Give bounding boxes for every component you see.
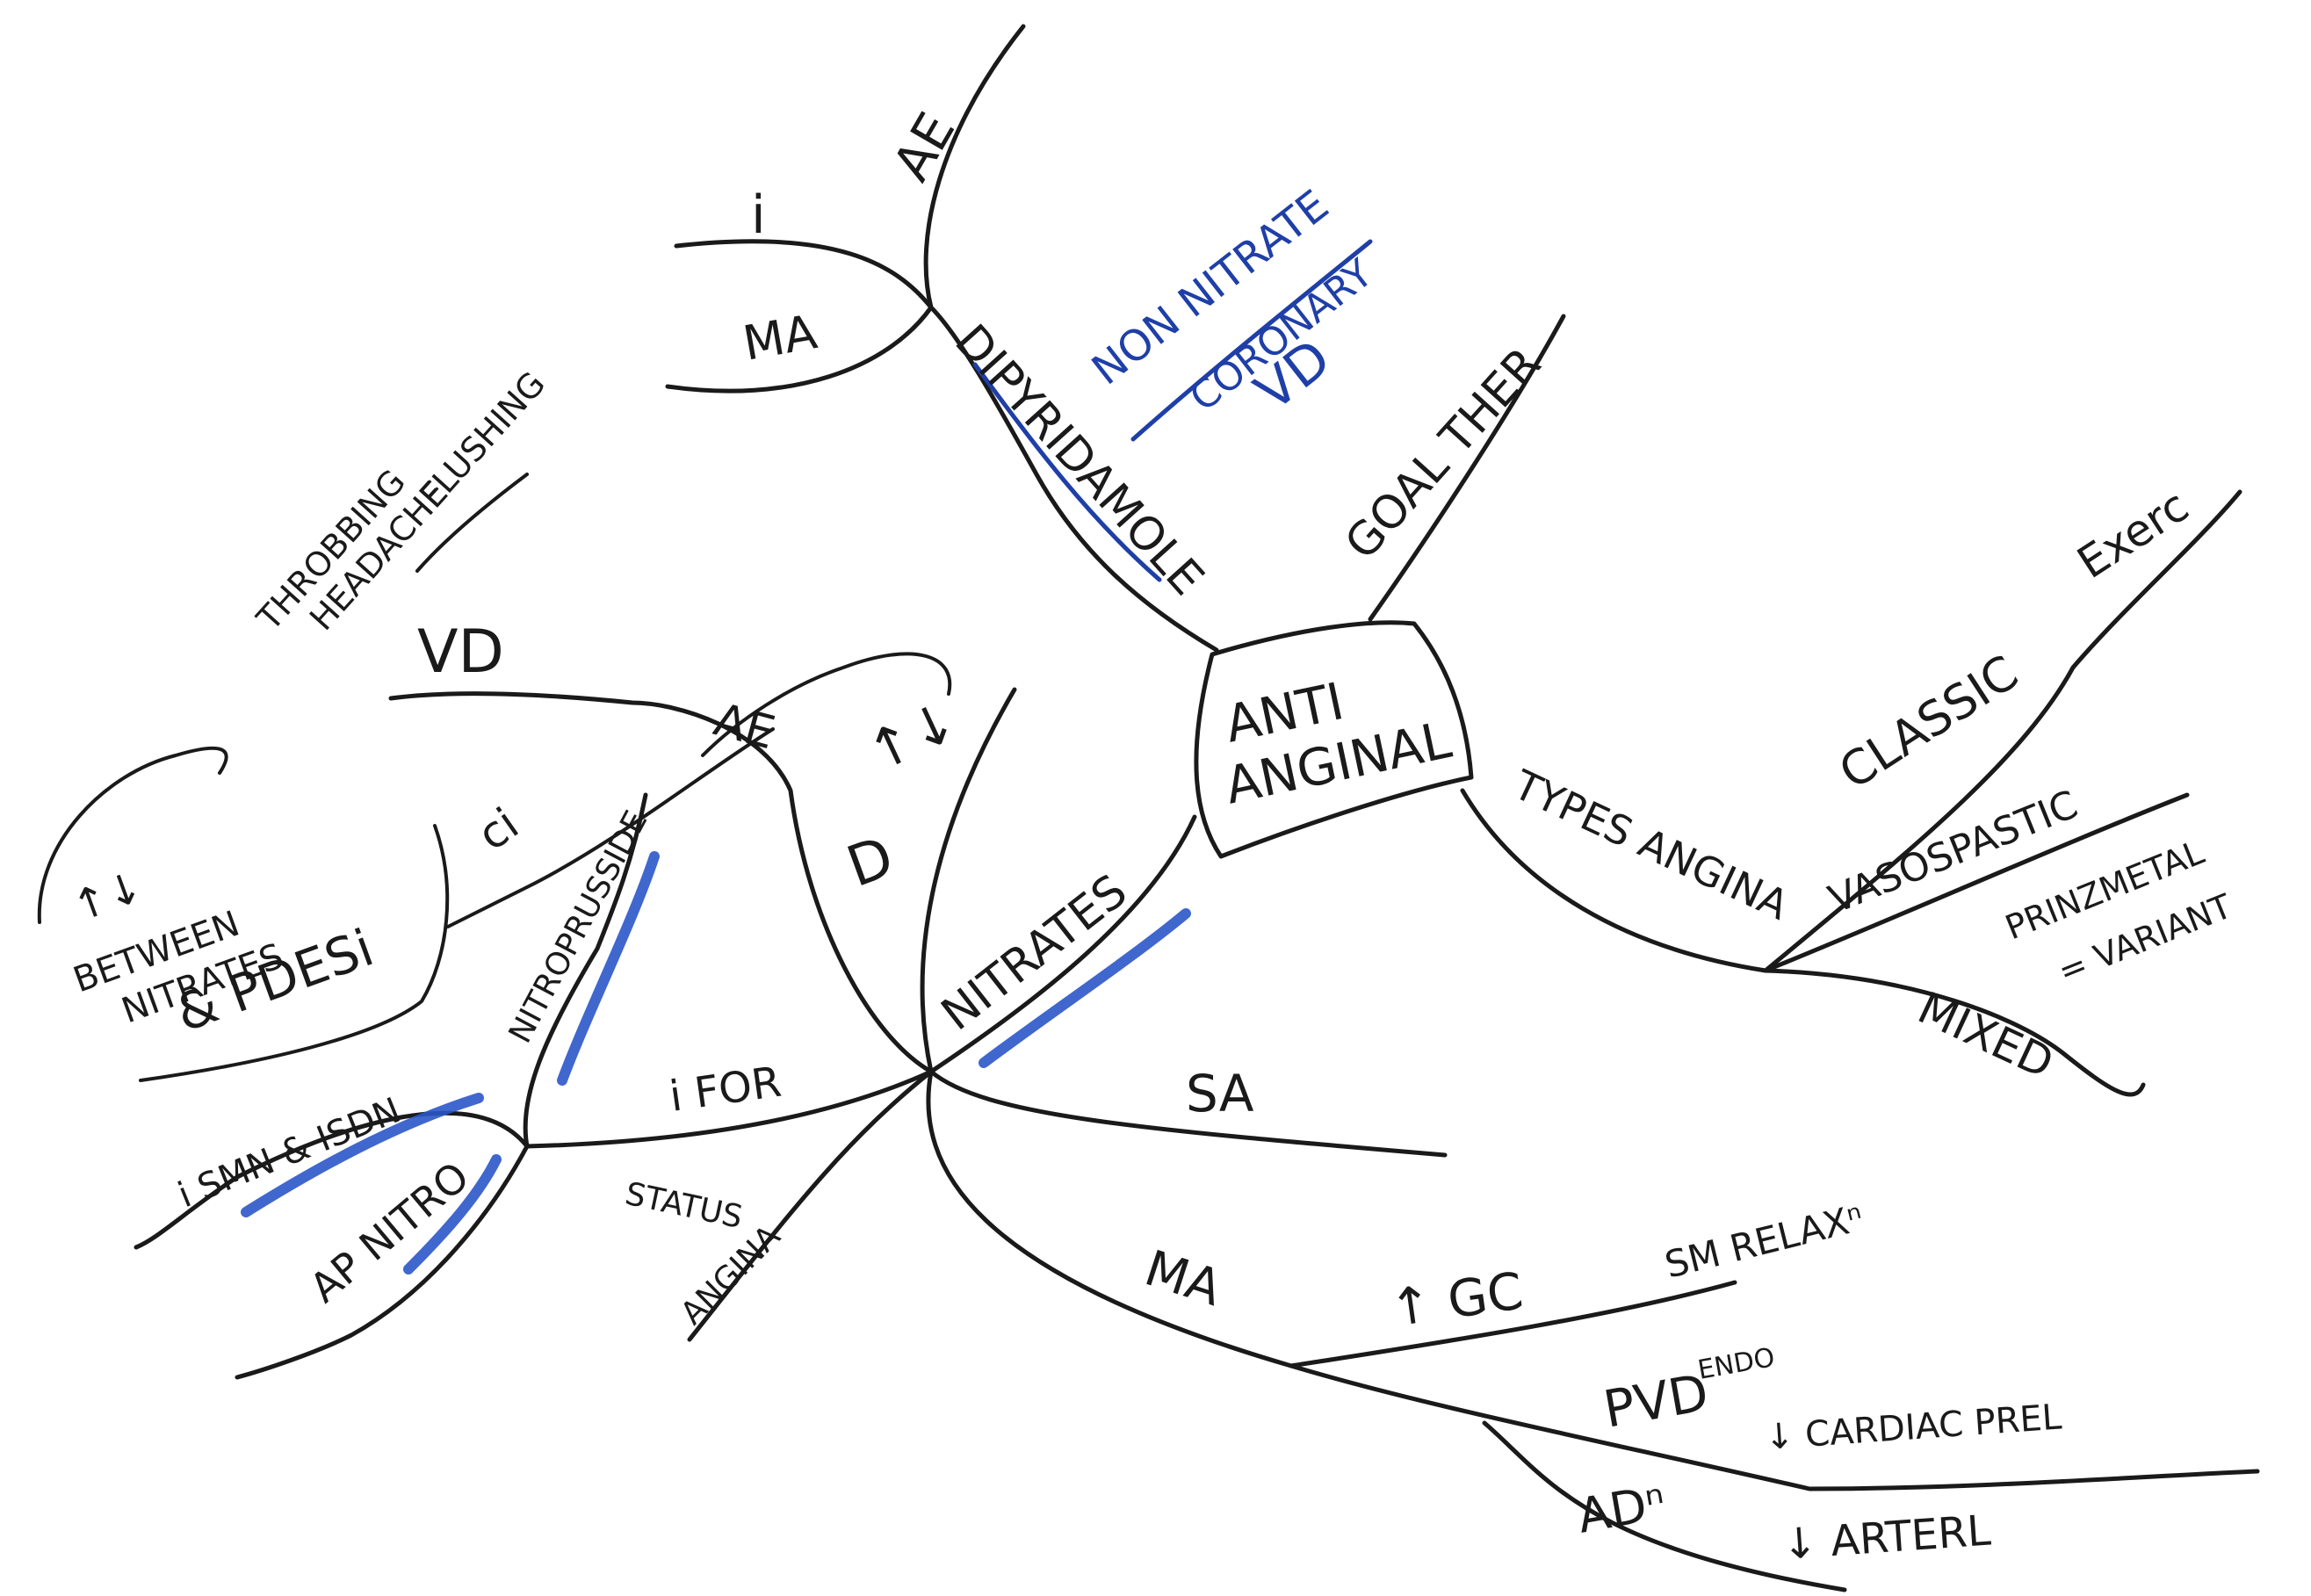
vd-curl	[701, 652, 952, 757]
dipyridamole-ae-line	[923, 24, 1026, 310]
mixed-branch-line	[1763, 968, 2146, 1097]
angina-short-label: ANGINA	[674, 1218, 787, 1332]
mixed-label: MIXED	[1910, 982, 2062, 1088]
endo-label: ENDO	[1695, 1342, 1777, 1386]
i-for-label: i FOR	[667, 1058, 784, 1122]
central-node-box	[1194, 620, 1474, 859]
gc-branch-line	[1289, 1280, 1737, 1369]
dipyridamole-ma-label: MA	[739, 304, 820, 372]
d-arrows: ↑↓	[856, 689, 966, 785]
goal-label: GOAL THER	[1335, 338, 1551, 570]
ae-branch-line	[388, 691, 934, 1074]
types-branch-line	[1460, 788, 1768, 973]
nitrates-highlight	[979, 908, 1191, 1068]
dipyridamole-branch-line	[928, 305, 1219, 653]
cardiac-prel-label: ↓ CARDIAC PREL	[1763, 1397, 2063, 1458]
ci-arrow-line	[446, 727, 775, 928]
nitroprusside-highlight	[557, 851, 660, 1086]
types-label: TYPES ANGINA	[1506, 761, 1795, 929]
ismn-highlight	[241, 1093, 484, 1217]
ap-nitro-highlight	[403, 1154, 502, 1275]
classic-label: CLASSIC	[1830, 645, 2028, 800]
ma-branch-line	[926, 1069, 1294, 1369]
ismn-label: i SMN & ISDN	[173, 1090, 407, 1216]
vd-label: VD	[417, 617, 504, 687]
nitroprusside-line	[523, 792, 648, 1149]
goal-branch-line	[1368, 314, 1566, 622]
ap-nitro-line	[235, 1144, 530, 1380]
left-branch-line	[524, 1069, 934, 1149]
classic-note: Exerc	[2069, 480, 2198, 589]
pvd-branch-line	[1289, 1363, 2260, 1491]
ma-label: MA	[1138, 1239, 1228, 1318]
dipyridamole-i-line	[674, 239, 934, 310]
dipyridamole-ae-label: AE	[881, 103, 966, 191]
classic-branch-line	[1763, 489, 2242, 973]
dipyridamole-ma-line	[665, 305, 934, 394]
dipyridamole-label: DIPYRIDAMOLE	[944, 315, 1213, 606]
adn-branch-line	[1482, 1420, 1847, 1592]
nitrates-branch-line	[928, 814, 1197, 1074]
ismn-line	[134, 1110, 530, 1250]
dipyridamole-underline	[972, 362, 1162, 582]
sm-relax-label: SM RELAXⁿ	[1661, 1195, 1868, 1286]
sa-branch-line	[928, 1069, 1448, 1158]
arterial-label: ↓ ARTERL	[1780, 1506, 1992, 1569]
flushing-underline	[415, 473, 529, 573]
d-label: D	[839, 825, 902, 900]
dipyridamole-i-label: i	[751, 184, 766, 246]
status-label: STATUS	[622, 1176, 746, 1236]
d-branch-line	[920, 687, 1017, 1074]
nitrates-label: NITRATES	[932, 865, 1137, 1042]
status-sub-line	[687, 1069, 934, 1342]
gc-label: ↑ GC	[1385, 1260, 1526, 1339]
between-arrow: ↑↓	[66, 862, 149, 932]
pvd-label: PVD	[1600, 1362, 1713, 1440]
ci-label: ci	[469, 798, 528, 861]
vasospastic-branch-line	[1763, 792, 2190, 973]
ap-nitro-label: AP NITRO	[300, 1152, 478, 1312]
vd-note-flushing: FLUSHING	[412, 365, 552, 515]
adn-label: ADⁿ	[1573, 1474, 1669, 1543]
non-nitrate-divider	[1130, 239, 1373, 442]
between-bracket	[37, 746, 450, 1082]
sa-label: SA	[1186, 1064, 1254, 1123]
